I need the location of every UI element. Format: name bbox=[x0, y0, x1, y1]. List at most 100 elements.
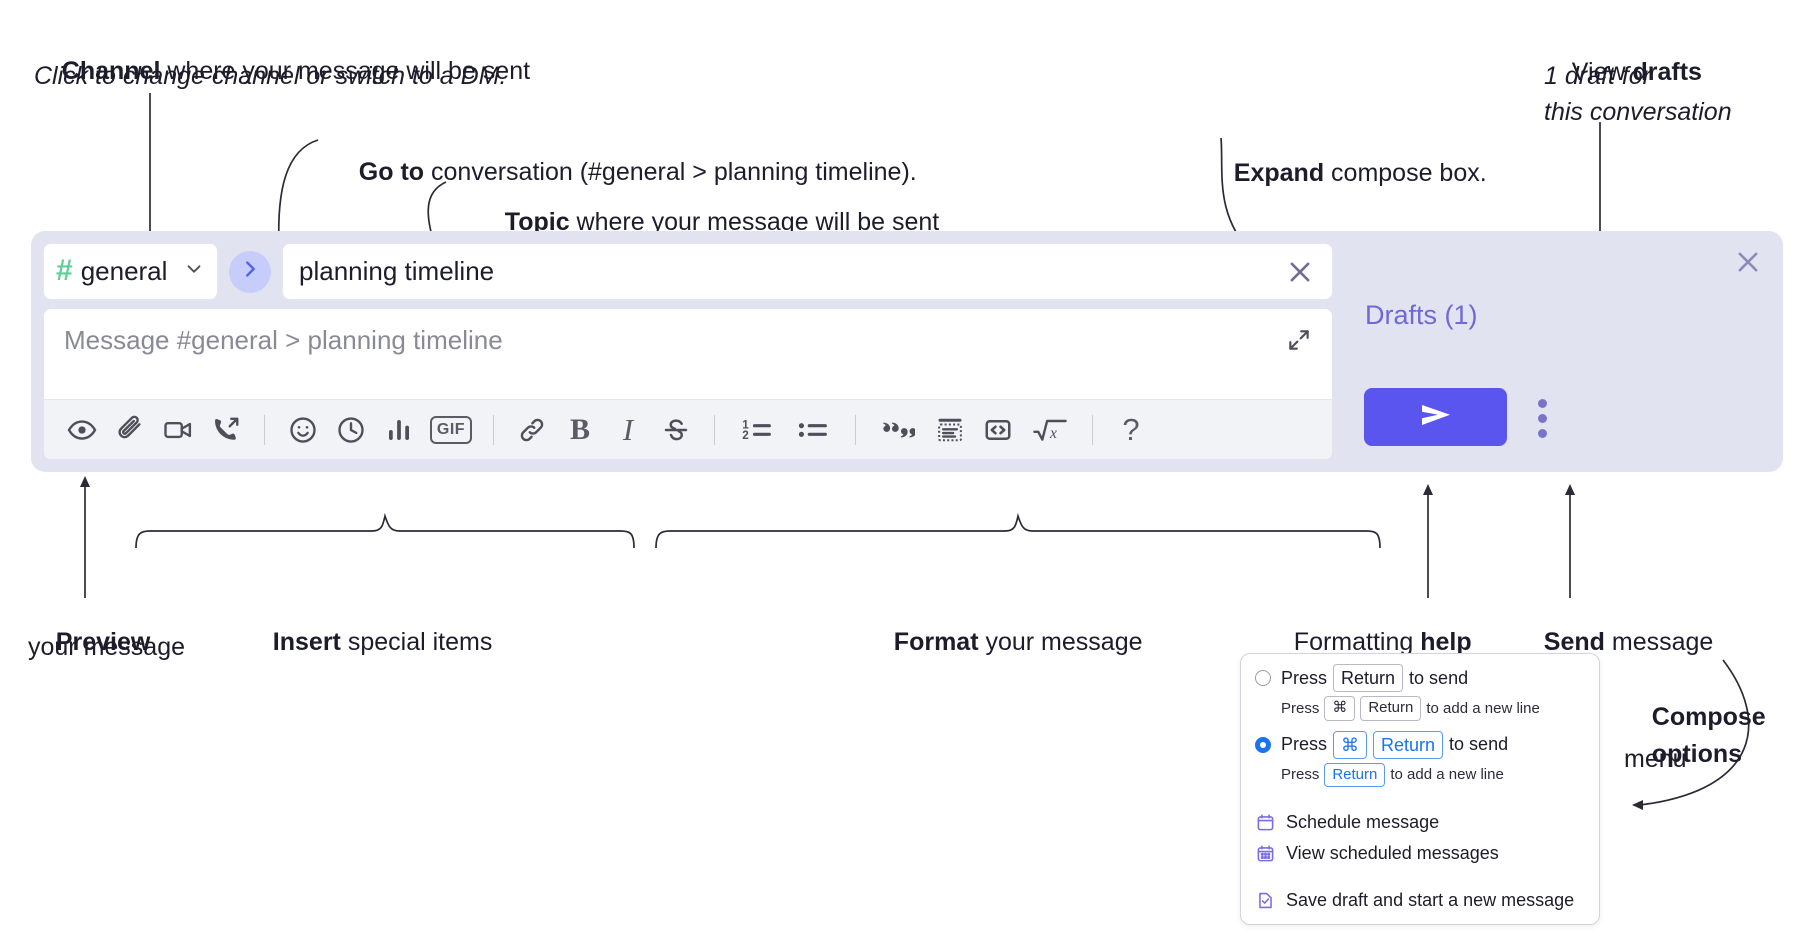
help-label: ? bbox=[1122, 411, 1140, 447]
code-icon[interactable] bbox=[974, 406, 1022, 454]
separator bbox=[264, 414, 265, 445]
send-behaviour-section: Press Return to send Press ⌘ Return to a… bbox=[1241, 654, 1599, 799]
annotation-channel-sub: Click to change channel or switch to a D… bbox=[34, 62, 507, 90]
goto-conversation-button[interactable] bbox=[229, 250, 271, 293]
annotation-drafts-sub1: 1 draft for bbox=[1544, 62, 1651, 90]
message-editor[interactable]: Message #general > planning timeline bbox=[43, 308, 1333, 460]
annotation-expand: Expand compose box. bbox=[1206, 125, 1487, 221]
key-command: ⌘ bbox=[1333, 730, 1368, 759]
compose-panel: # general planning timeline bbox=[31, 231, 1783, 472]
radio-option-cmd-return-hint: Press Return to add a new line bbox=[1281, 762, 1585, 788]
audio-clip-icon[interactable] bbox=[202, 406, 250, 454]
compose-right-column: Drafts (1) bbox=[1347, 243, 1767, 460]
annotation-compose-options-line2: options bbox=[1651, 740, 1743, 768]
kebab-dot bbox=[1537, 428, 1547, 438]
radio-icon[interactable] bbox=[1255, 670, 1271, 687]
message-placeholder: Message #general > planning timeline bbox=[64, 325, 503, 355]
menu-item-label: Schedule message bbox=[1286, 812, 1440, 833]
annotation-insert: Insert special items bbox=[245, 594, 493, 690]
send-button[interactable] bbox=[1364, 388, 1507, 446]
key-return: Return bbox=[1333, 664, 1404, 693]
radio-option-return-label: Press Return to send bbox=[1281, 664, 1469, 693]
annotation-preview-bold: Preview bbox=[55, 628, 151, 656]
calendar-grid-icon bbox=[1255, 844, 1275, 864]
radio-option-cmd-return[interactable]: Press ⌘ Return to send bbox=[1255, 730, 1585, 759]
topic-field[interactable]: planning timeline bbox=[282, 243, 1333, 300]
svg-text:2: 2 bbox=[742, 429, 749, 442]
radio-icon[interactable] bbox=[1255, 736, 1271, 753]
ordered-list-icon[interactable]: 1 2 bbox=[729, 406, 785, 454]
menu-item-view-scheduled[interactable]: View scheduled messages bbox=[1255, 838, 1585, 869]
menu-item-save-draft[interactable]: Save draft and start a new message bbox=[1255, 885, 1585, 916]
press-text: Press bbox=[1281, 734, 1328, 755]
new-line-text: to add a new line bbox=[1426, 699, 1540, 717]
menu-item-schedule-message[interactable]: Schedule message bbox=[1255, 807, 1585, 838]
press-text: Press bbox=[1281, 667, 1328, 688]
press-text: Press bbox=[1281, 699, 1320, 717]
bulleted-list-icon[interactable] bbox=[785, 406, 841, 454]
attachment-icon[interactable] bbox=[106, 406, 154, 454]
compose-options-menu: Press Return to send Press ⌘ Return to a… bbox=[1240, 653, 1600, 926]
annotation-preview-sub: your message bbox=[28, 633, 186, 661]
kebab-dot bbox=[1537, 413, 1547, 423]
annotation-channel-bold: Channel bbox=[61, 57, 161, 85]
bold-icon[interactable]: B bbox=[556, 406, 604, 454]
annotation-drafts: View drafts bbox=[1544, 24, 1702, 120]
annotation-insert-bold: Insert bbox=[272, 628, 341, 656]
document-check-icon bbox=[1255, 891, 1275, 911]
separator bbox=[714, 414, 715, 445]
key-command: ⌘ bbox=[1324, 696, 1356, 721]
formatting-toolbar: GIF B I bbox=[44, 399, 1332, 459]
italic-icon[interactable]: I bbox=[604, 406, 652, 454]
separator bbox=[493, 414, 494, 445]
radio-option-return[interactable]: Press Return to send bbox=[1255, 664, 1585, 693]
poll-icon[interactable] bbox=[375, 406, 423, 454]
svg-text:x: x bbox=[1049, 424, 1057, 441]
drafts-link[interactable]: Drafts (1) bbox=[1365, 300, 1478, 330]
more-vertical-icon[interactable] bbox=[1527, 395, 1557, 441]
menu-item-label: Save draft and start a new message bbox=[1286, 890, 1575, 911]
blockquote-icon[interactable] bbox=[870, 406, 926, 454]
video-icon[interactable] bbox=[154, 406, 202, 454]
to-send-text: to send bbox=[1409, 667, 1469, 688]
help-icon[interactable]: ? bbox=[1107, 406, 1155, 454]
strikethrough-icon[interactable] bbox=[652, 406, 700, 454]
channel-selector[interactable]: # general bbox=[43, 243, 218, 300]
annotation-send-bold: Send bbox=[1543, 628, 1605, 656]
annotation-preview: Preview bbox=[28, 594, 151, 690]
annotation-compose-options-3: menu bbox=[1624, 745, 1687, 773]
annotation-expand-rest: compose box. bbox=[1324, 159, 1487, 187]
annotation-help: Formatting help bbox=[1266, 594, 1472, 690]
gif-icon[interactable]: GIF bbox=[423, 406, 479, 454]
italic-label: I bbox=[622, 412, 634, 447]
separator bbox=[855, 414, 856, 445]
reminder-clock-icon[interactable] bbox=[327, 406, 375, 454]
annotation-compose-options-line1: Compose bbox=[1651, 703, 1766, 731]
chevron-down-icon bbox=[183, 258, 205, 285]
preview-icon[interactable] bbox=[58, 406, 106, 454]
paper-plane-icon bbox=[1416, 399, 1456, 436]
annotation-send-rest: message bbox=[1604, 628, 1714, 656]
annotation-format: Format your message bbox=[866, 594, 1143, 690]
close-icon[interactable] bbox=[1282, 254, 1318, 290]
calendar-icon bbox=[1255, 813, 1275, 833]
annotation-expand-bold: Expand bbox=[1233, 159, 1325, 187]
emoji-icon[interactable] bbox=[279, 406, 327, 454]
annotation-drafts-sub2: this conversation bbox=[1544, 98, 1732, 126]
link-icon[interactable] bbox=[508, 406, 556, 454]
menu-item-label: View scheduled messages bbox=[1286, 843, 1499, 864]
key-return: Return bbox=[1373, 730, 1444, 759]
draft-section: Save draft and start a new message bbox=[1241, 877, 1599, 924]
annotation-format-rest: your message bbox=[978, 628, 1143, 656]
topic-value: planning timeline bbox=[299, 256, 495, 286]
hash-icon: # bbox=[56, 253, 73, 287]
chevron-right-icon bbox=[239, 258, 261, 285]
bold-label: B bbox=[569, 412, 590, 446]
annotation-goto: Go to conversation (#general > planning … bbox=[331, 124, 917, 220]
annotation-compose-options-2: options bbox=[1624, 706, 1742, 802]
math-icon[interactable]: x bbox=[1022, 406, 1078, 454]
close-icon[interactable] bbox=[1731, 245, 1765, 279]
code-block-icon[interactable] bbox=[926, 406, 974, 454]
expand-icon[interactable] bbox=[1282, 323, 1316, 357]
